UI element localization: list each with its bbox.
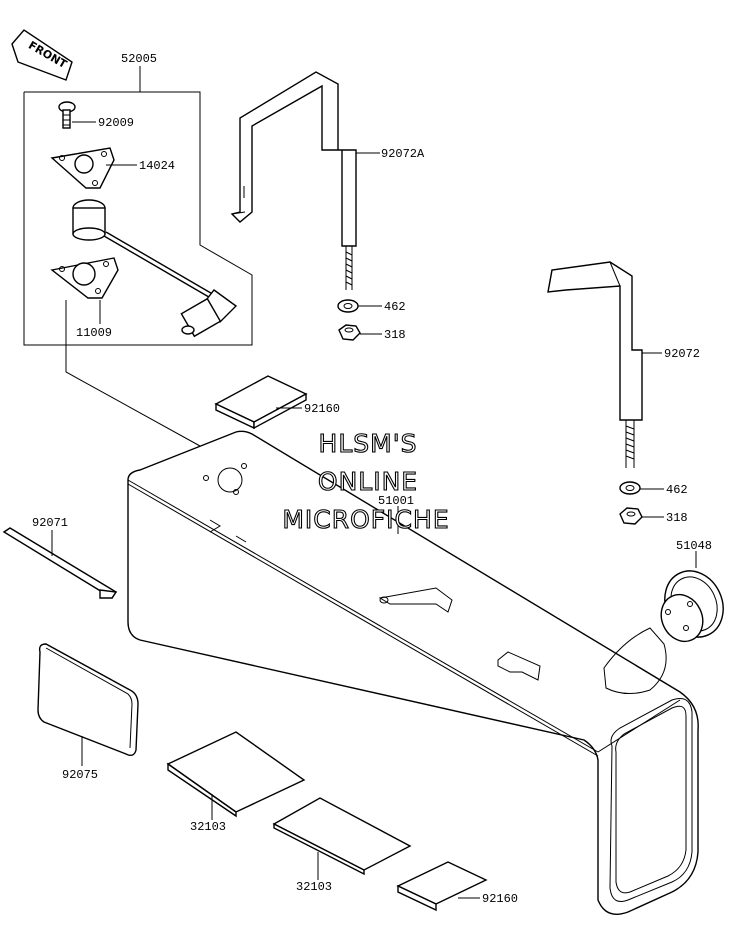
rubber-pad-icon [166, 731, 306, 818]
part-label-52005: 52005 [121, 52, 157, 66]
tank-strap-icon [230, 71, 357, 290]
part-label-11009: 11009 [76, 326, 112, 340]
lock-washer-icon [337, 299, 359, 313]
watermark-line-1: HLSM'S [319, 429, 418, 458]
part-label-92009: 92009 [98, 116, 134, 130]
front-arrow-icon: FRONT [11, 29, 73, 81]
gasket-icon [50, 257, 119, 299]
part-label-51048: 51048 [676, 539, 712, 553]
fuel-sender-icon [72, 199, 238, 338]
rubber-pad-icon [272, 797, 412, 876]
part-label-32103-right: 32103 [296, 880, 332, 894]
part-label-32103-left: 32103 [190, 820, 226, 834]
watermark-line-2: ONLINE [318, 467, 418, 496]
fuel-tank-icon [127, 430, 699, 915]
sender-unit-group: 52005 92009 14024 [23, 52, 253, 346]
part-label-14024: 14024 [139, 159, 175, 173]
nut-icon [338, 324, 361, 341]
part-label-318-lower: 318 [666, 511, 688, 525]
part-label-92160-upper: 92160 [304, 402, 340, 416]
watermark-line-3: MICROFICHE [282, 505, 449, 534]
strap-pad-icon [2, 527, 118, 599]
part-label-318-upper: 318 [384, 328, 406, 342]
part-label-92075: 92075 [62, 768, 98, 782]
rubber-pad-icon [214, 375, 308, 430]
part-label-51001: 51001 [378, 494, 414, 508]
watermark: HLSM'S ONLINE MICROFICHE [282, 428, 449, 534]
part-label-92071: 92071 [32, 516, 68, 530]
gasket-icon [50, 147, 115, 189]
rubber-pad-icon [37, 643, 139, 757]
rubber-pad-icon [396, 861, 488, 912]
screw-icon [58, 101, 76, 129]
part-label-92072A: 92072A [381, 147, 425, 161]
lock-washer-icon [619, 481, 641, 495]
part-label-462-upper: 462 [384, 300, 406, 314]
part-label-92160-lower: 92160 [482, 892, 518, 906]
tank-strap-icon [547, 261, 643, 468]
part-label-462-lower: 462 [666, 483, 688, 497]
filler-cap-icon [660, 570, 724, 643]
part-label-92072: 92072 [664, 347, 700, 361]
nut-icon [619, 507, 643, 525]
